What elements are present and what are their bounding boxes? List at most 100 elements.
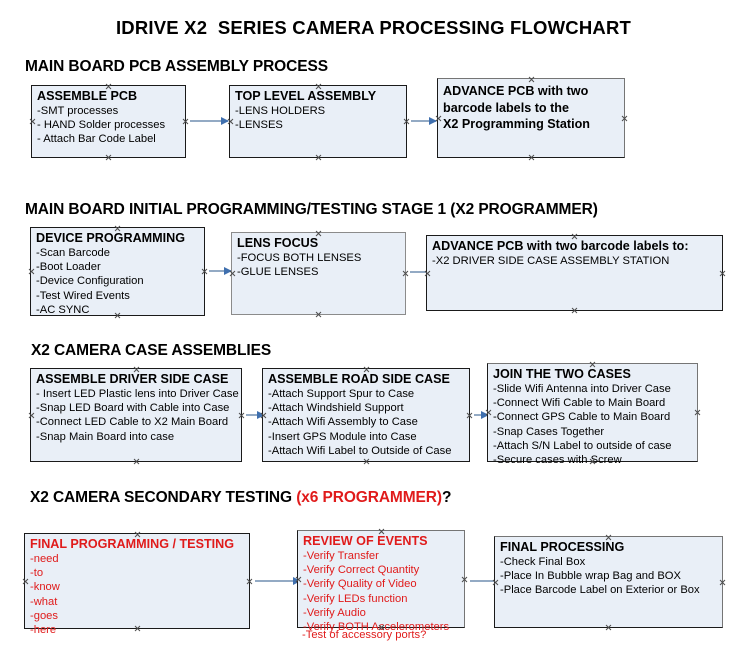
box-line: -Scan Barcode: [36, 247, 111, 259]
box-line: - Attach Bar Code Label: [37, 133, 156, 146]
box-line: - HAND Solder processes: [37, 119, 166, 132]
box-line: -Attach S/N Label to outside of case: [493, 439, 672, 452]
connector-handle-bottom-icon[interactable]: [571, 307, 578, 314]
box-line: -know: [30, 581, 60, 594]
box-title: LENS FOCUS: [237, 236, 319, 250]
box-line: X2 Programming Station: [443, 117, 590, 131]
box-line: -SMT processes: [37, 105, 119, 117]
process-box-assemble-pcb[interactable]: ASSEMBLE PCB -SMT processes - HAND Solde…: [31, 85, 186, 158]
process-box-review-of-events[interactable]: REVIEW OF EVENTS -Verify Transfer -Verif…: [297, 530, 465, 633]
box-title: TOP LEVEL ASSEMBLY: [235, 89, 377, 103]
connector-handle-left-icon[interactable]: [29, 118, 36, 125]
connector-handle-bottom-icon[interactable]: [315, 311, 322, 318]
box-line: -Attach Wifi Assembly to Case: [268, 416, 418, 429]
box-line: -Connect Wifi Cable to Main Board: [493, 397, 666, 410]
box-line: -Verify Transfer: [303, 550, 379, 562]
section-heading-4: X2 CAMERA SECONDARY TESTING (x6 PROGRAMM…: [30, 489, 451, 507]
box-line: -Connect GPS Cable to Main Board: [493, 411, 671, 424]
section-heading-1-text: MAIN BOARD PCB ASSEMBLY PROCESS: [25, 58, 328, 75]
box-line: -Verify BOTH Accelerometers: [303, 621, 450, 634]
section-heading-1: MAIN BOARD PCB ASSEMBLY PROCESS: [25, 58, 328, 76]
box-line: -LENSES: [235, 119, 283, 132]
process-box-top-level-assembly[interactable]: TOP LEVEL ASSEMBLY -LENS HOLDERS -LENSES: [229, 85, 407, 158]
box-line: -here: [30, 624, 57, 637]
box-line: -Connect LED Cable to X2 Main Board: [36, 416, 229, 429]
box-line: -AC SYNC: [36, 303, 90, 316]
process-box-final-processing[interactable]: FINAL PROCESSING -Check Final Box -Place…: [494, 536, 723, 628]
box-line: -Attach Windshield Support: [268, 402, 404, 415]
connector-handle-top-icon[interactable]: [528, 76, 535, 83]
connector-handle-bottom-icon[interactable]: [133, 458, 140, 465]
arrow-connector: [209, 266, 232, 275]
box-title: ADVANCE PCB with two: [443, 84, 589, 98]
box-overflow-line: -Test of accessory ports?: [302, 629, 427, 641]
process-box-advance-pcb-station[interactable]: ADVANCE PCB with two barcode labels to t…: [437, 78, 625, 158]
connector-handle-bottom-icon[interactable]: [105, 154, 112, 161]
section-heading-2: MAIN BOARD INITIAL PROGRAMMING/TESTING S…: [25, 201, 598, 219]
connector-handle-bottom-icon[interactable]: [363, 458, 370, 465]
box-title: DEVICE PROGRAMMING: [36, 231, 186, 245]
box-line: -Attach Support Spur to Case: [268, 388, 415, 400]
box-line: -to: [30, 567, 44, 580]
box-line: -Check Final Box: [500, 556, 586, 568]
box-line: -Secure cases with Screw: [493, 454, 622, 467]
connector-handle-right-icon[interactable]: [719, 270, 726, 277]
connector-handle-left-icon[interactable]: [28, 412, 35, 419]
box-line: - Insert LED Plastic lens into Driver Ca…: [36, 388, 239, 400]
box-title: ASSEMBLE DRIVER SIDE CASE: [36, 372, 229, 386]
process-box-advance-pcb-driver-side[interactable]: ADVANCE PCB with two barcode labels to: …: [426, 235, 723, 311]
box-title: FINAL PROCESSING: [500, 540, 625, 554]
box-title: ASSEMBLE PCB: [37, 89, 138, 103]
connector-handle-bottom-icon[interactable]: [528, 154, 535, 161]
arrow-connector: [474, 410, 489, 419]
box-line: -Insert GPS Module into Case: [268, 430, 417, 443]
box-line: -goes: [30, 609, 58, 622]
box-line: -Device Configuration: [36, 275, 144, 288]
box-line: -Verify Correct Quantity: [303, 564, 420, 577]
process-box-assemble-driver-side-case[interactable]: ASSEMBLE DRIVER SIDE CASE - Insert LED P…: [30, 368, 242, 462]
box-line: -Snap Cases Together: [493, 425, 605, 438]
box-line: -Verify Audio: [303, 606, 366, 619]
box-line: -Place Barcode Label on Exterior or Box: [500, 584, 700, 597]
box-title: ADVANCE PCB with two barcode labels to:: [432, 239, 689, 253]
box-line: -Slide Wifi Antenna into Driver Case: [493, 383, 671, 395]
process-box-device-programming[interactable]: DEVICE PROGRAMMING -Scan Barcode -Boot L…: [30, 227, 205, 316]
process-box-assemble-road-side-case[interactable]: ASSEMBLE ROAD SIDE CASE -Attach Support …: [262, 368, 470, 462]
process-box-join-the-two-cases[interactable]: JOIN THE TWO CASES -Slide Wifi Antenna i…: [487, 363, 698, 466]
box-title: JOIN THE TWO CASES: [493, 367, 631, 381]
connector-handle-bottom-icon[interactable]: [605, 624, 612, 631]
box-line: -LENS HOLDERS: [235, 105, 326, 117]
arrow-connector: [190, 116, 229, 125]
box-line: -Verify Quality of Video: [303, 578, 417, 591]
box-line: barcode labels to the: [443, 100, 569, 115]
connector-handle-left-icon[interactable]: [22, 578, 29, 585]
page-title: IDRIVE X2 SERIES CAMERA PROCESSING FLOWC…: [115, 17, 632, 38]
section-heading-2-text: MAIN BOARD INITIAL PROGRAMMING/TESTING S…: [25, 201, 598, 218]
section-heading-3-text: X2 CAMERA CASE ASSEMBLIES: [31, 342, 272, 359]
box-line: -Snap LED Board with Cable into Case: [36, 402, 230, 415]
box-line: -Verify LEDs function: [303, 592, 408, 605]
box-line: -GLUE LENSES: [237, 266, 319, 279]
process-box-final-programming-testing[interactable]: FINAL PROGRAMMING / TESTING -need -to -k…: [22, 533, 250, 636]
section-heading-4-tail: ?: [441, 489, 452, 506]
arrow-connector: [411, 116, 437, 125]
box-line: -Boot Loader: [36, 261, 101, 274]
box-line: -Test Wired Events: [36, 289, 130, 302]
box-title: REVIEW OF EVENTS: [303, 534, 428, 548]
box-line: -need: [30, 553, 59, 565]
box-title: ASSEMBLE ROAD SIDE CASE: [268, 372, 450, 386]
connector-handle-left-icon[interactable]: [28, 268, 35, 275]
arrow-connector: [246, 410, 265, 419]
connector-handle-bottom-icon[interactable]: [315, 154, 322, 161]
box-line: -FOCUS BOTH LENSES: [237, 252, 362, 264]
section-heading-3: X2 CAMERA CASE ASSEMBLIES: [31, 342, 271, 360]
section-heading-4-accent: (x6 PROGRAMMER): [296, 489, 442, 506]
arrow-connector: [255, 576, 301, 585]
box-line: -what: [30, 595, 58, 608]
box-line: -Snap Main Board into case: [36, 430, 175, 443]
section-heading-4-text: X2 CAMERA SECONDARY TESTING: [30, 489, 297, 506]
box-line: -X2 DRIVER SIDE CASE ASSEMBLY STATION: [432, 255, 670, 267]
process-box-lens-focus[interactable]: LENS FOCUS -FOCUS BOTH LENSES -GLUE LENS…: [231, 232, 406, 315]
box-line: -Attach Wifi Label to Outside of Case: [268, 444, 452, 457]
